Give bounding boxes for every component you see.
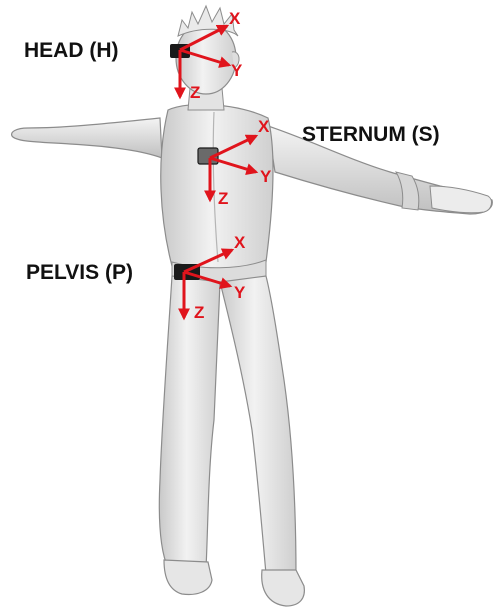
pelvis-y-label: Y: [234, 283, 246, 302]
head-label: HEAD (H): [24, 40, 119, 61]
left-leg: [159, 276, 220, 568]
left-arm: [12, 118, 162, 158]
right-hand: [430, 186, 491, 213]
sternum-y-label: Y: [260, 167, 272, 186]
left-shoe: [164, 560, 212, 594]
head-y-label: Y: [231, 61, 243, 80]
head-x-label: X: [229, 9, 241, 28]
pelvis-x-label: X: [234, 233, 246, 252]
pelvis-label: PELVIS (P): [26, 262, 133, 283]
sternum-z-label: Z: [218, 189, 228, 208]
sternum-x-label: X: [258, 117, 270, 136]
right-leg: [220, 276, 296, 576]
head-z-label: Z: [190, 83, 200, 102]
pelvis-z-label: Z: [194, 303, 204, 322]
sternum-label: STERNUM (S): [302, 124, 440, 145]
right-shoe: [262, 570, 305, 606]
